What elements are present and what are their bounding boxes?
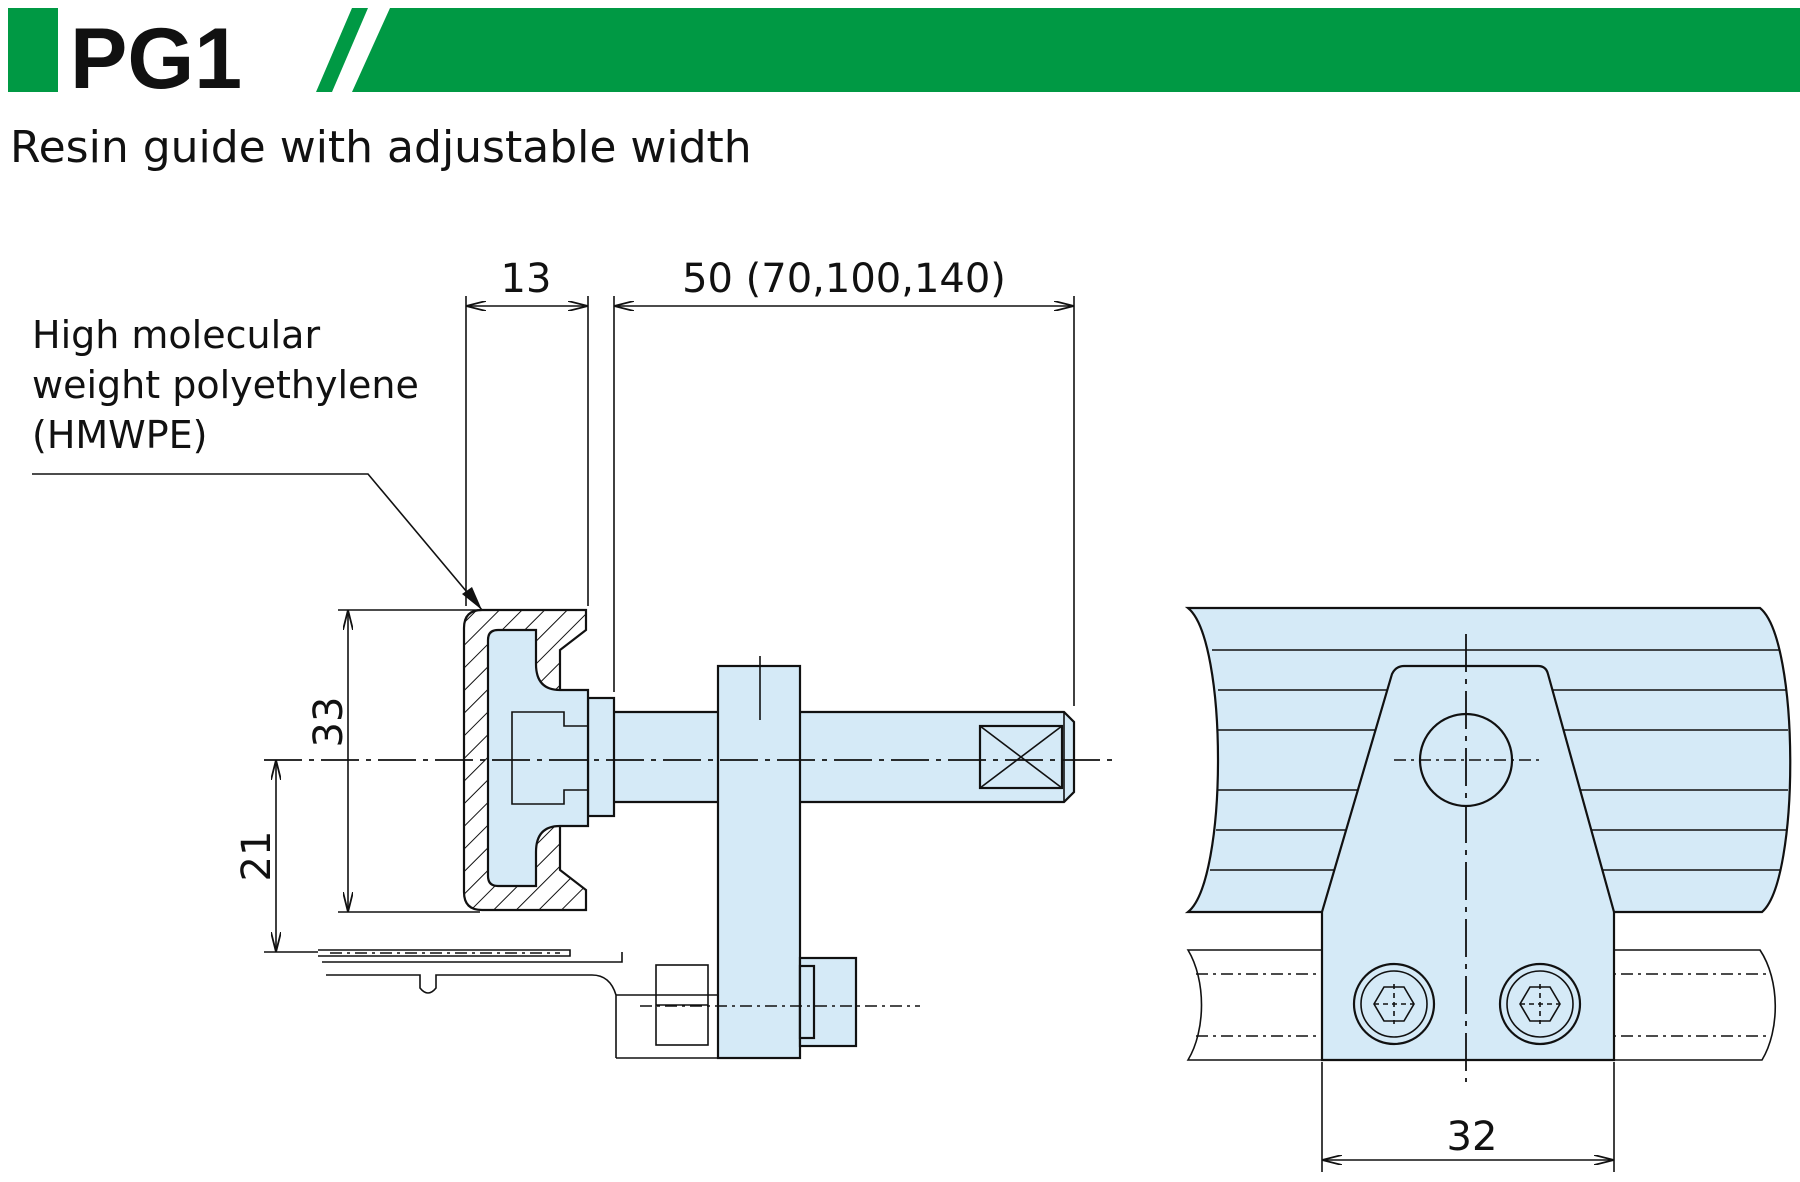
material-leader-arrowhead bbox=[462, 587, 482, 610]
clamp-block bbox=[716, 664, 802, 1060]
dim-guide-width: 13 bbox=[501, 256, 552, 302]
mounting-bracket bbox=[616, 960, 723, 1059]
chain-strip bbox=[1186, 949, 1777, 1061]
product-subtitle: Resin guide with adjustable width bbox=[10, 122, 752, 173]
product-code: PG1 bbox=[70, 11, 242, 107]
header-accent-bar bbox=[352, 8, 1800, 92]
rod-neck bbox=[586, 696, 616, 818]
guide-holder bbox=[486, 628, 590, 888]
material-label-line-1: High molecular bbox=[32, 313, 320, 357]
material-label-line-3: (HMWPE) bbox=[32, 413, 208, 457]
material-callout: High molecular weight polyethylene (HMWP… bbox=[32, 313, 483, 611]
header: PG1 Resin guide with adjustable width bbox=[8, 8, 1800, 173]
bolt-left bbox=[1352, 962, 1436, 1046]
holder-nut-slot bbox=[511, 711, 589, 805]
side-view-dimensions: 13 50 (70,100,140) 33 21 bbox=[234, 256, 1075, 953]
side-view bbox=[264, 608, 1112, 1060]
dim-guide-offset: 21 bbox=[234, 831, 280, 882]
header-accent-slash bbox=[316, 8, 368, 92]
dim-bracket-width: 32 bbox=[1447, 1114, 1498, 1160]
bolt-right bbox=[1498, 962, 1582, 1046]
dim-guide-height: 33 bbox=[306, 697, 352, 748]
front-bracket bbox=[1320, 664, 1616, 1062]
dim-rod-length: 50 (70,100,140) bbox=[682, 256, 1006, 302]
front-view-dimensions: 32 bbox=[1321, 1062, 1615, 1172]
material-leader-line bbox=[32, 473, 483, 611]
header-accent-block bbox=[8, 8, 58, 92]
material-label-line-2: weight polyethylene bbox=[32, 363, 419, 407]
front-view bbox=[1184, 606, 1792, 1082]
conveyor-edge bbox=[318, 949, 623, 1058]
